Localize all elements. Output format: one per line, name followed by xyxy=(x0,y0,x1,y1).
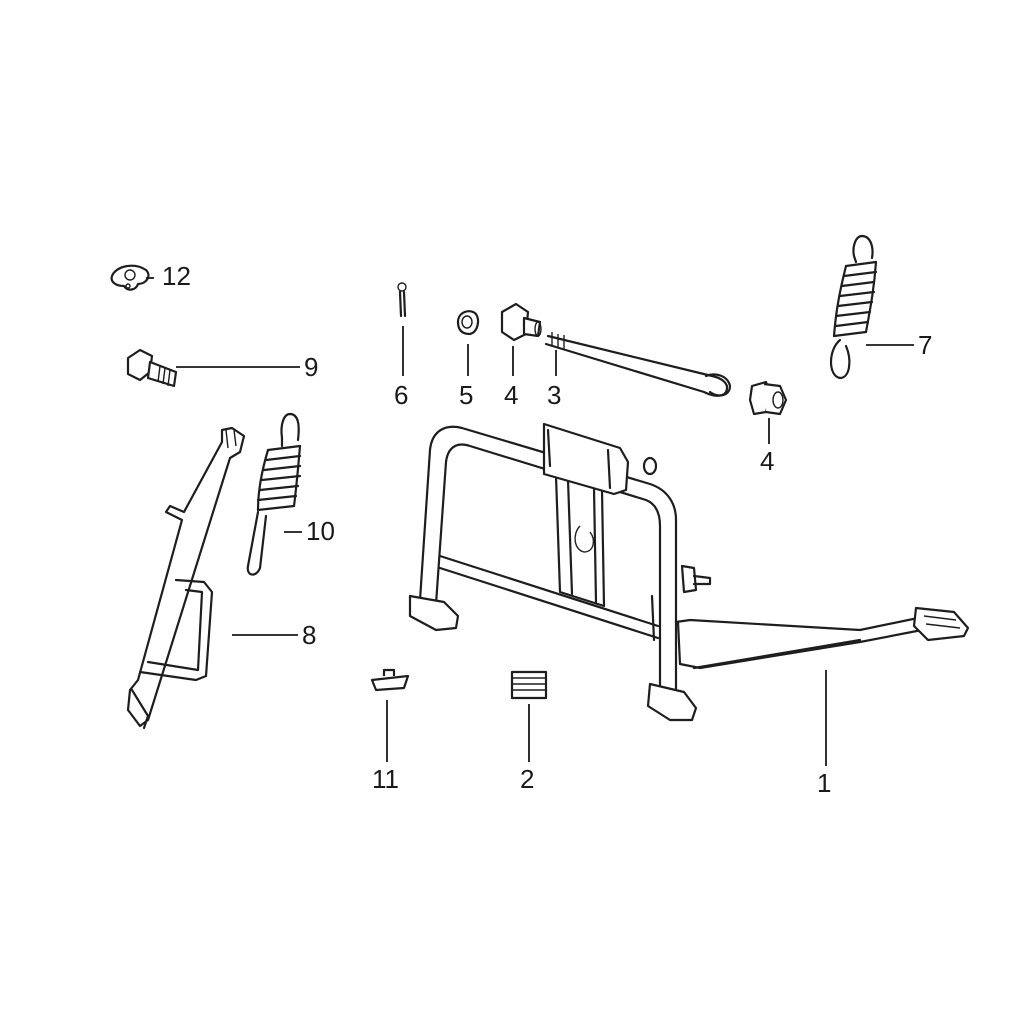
part-4-bushing-left xyxy=(500,302,542,342)
callout-1: 1 xyxy=(817,768,831,798)
part-10-spring xyxy=(246,412,302,576)
part-11-rubber-stopper xyxy=(370,668,410,692)
part-2-rubber-pad xyxy=(510,670,548,700)
part-3-pivot-shaft xyxy=(544,332,732,397)
part-6-cotter-pin xyxy=(397,282,407,318)
callout-9: 9 xyxy=(304,352,318,382)
callout-4a: 4 xyxy=(504,380,518,410)
part-7-spring xyxy=(829,234,878,380)
callout-6: 6 xyxy=(394,380,408,410)
callout-10: 10 xyxy=(306,516,335,546)
callout-7: 7 xyxy=(918,330,932,360)
part-12-clip xyxy=(110,264,150,291)
callout-5: 5 xyxy=(459,380,473,410)
part-5-washer xyxy=(456,310,480,336)
part-8-side-stand xyxy=(126,426,246,730)
part-1-main-stand xyxy=(408,422,970,722)
part-4-bushing-right xyxy=(748,380,788,416)
callout-12: 12 xyxy=(162,261,191,291)
callout-4b: 4 xyxy=(760,446,774,476)
callout-11: 11 xyxy=(372,764,399,794)
part-9-bolt xyxy=(126,348,178,388)
callout-2: 2 xyxy=(520,764,534,794)
callout-8: 8 xyxy=(302,620,316,650)
callout-3: 3 xyxy=(547,380,561,410)
